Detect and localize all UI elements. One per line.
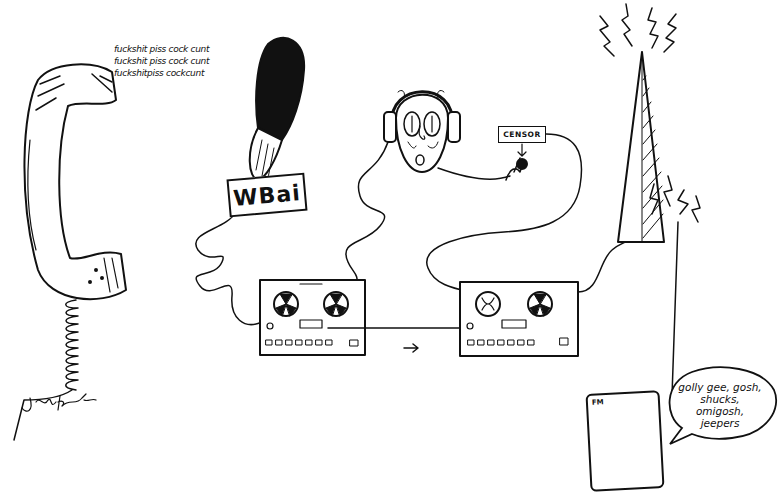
microphone-cable bbox=[196, 212, 262, 324]
transmitter-cable bbox=[578, 240, 628, 292]
signature-scribble bbox=[22, 394, 96, 411]
node-text: golly gee, gosh, shucks, omigosh, jeeper… bbox=[676, 381, 764, 429]
phone-speech-text: fuckshitpiss cockcunt bbox=[114, 68, 204, 78]
node-text: WBai bbox=[232, 180, 301, 211]
station-flag: WBai bbox=[226, 173, 307, 218]
tape-link bbox=[328, 327, 470, 329]
censor-box: CENSOR bbox=[498, 126, 546, 143]
telephone-handset bbox=[24, 64, 126, 299]
censor-button bbox=[517, 144, 527, 169]
fm-radio: FM bbox=[585, 390, 664, 492]
headphone-cable bbox=[346, 142, 388, 286]
coiled-cord bbox=[14, 300, 78, 440]
flow-arrow bbox=[404, 344, 418, 352]
phone-speech-text: fuckshit piss cock cunt bbox=[114, 56, 209, 66]
tape-deck bbox=[260, 280, 365, 355]
speech-bubble: golly gee, gosh, shucks, omigosh, jeeper… bbox=[662, 364, 778, 446]
node-text: FM bbox=[592, 398, 604, 407]
radio-antenna bbox=[672, 222, 678, 396]
censor-cable bbox=[427, 134, 582, 292]
microphone bbox=[250, 38, 304, 186]
tape-deck bbox=[460, 282, 578, 356]
node-text: CENSOR bbox=[503, 130, 540, 139]
phone-speech-text: fuckshit piss cock cunt bbox=[114, 44, 209, 54]
transmitter-tower bbox=[618, 52, 664, 242]
radio-waves bbox=[600, 4, 700, 222]
